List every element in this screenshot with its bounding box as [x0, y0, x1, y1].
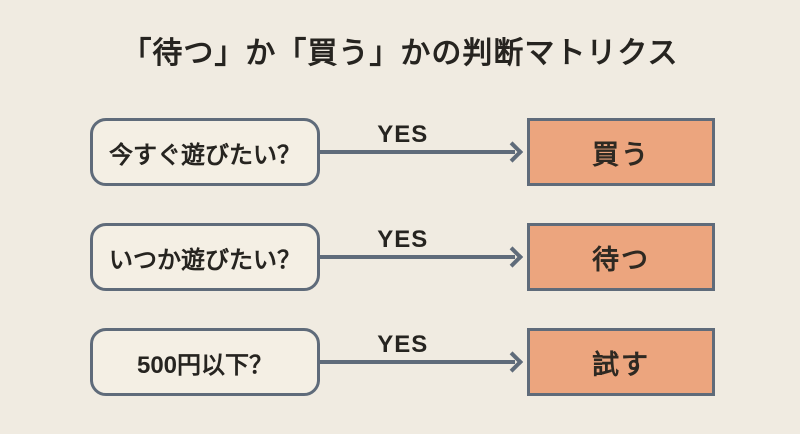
yes-arrow: YES: [320, 328, 527, 396]
result-label: 試す: [592, 349, 650, 380]
decision-row: 今すぐ遊びたい？ YES 買う: [0, 118, 800, 186]
arrow-line: [320, 150, 515, 154]
result-label: 買う: [592, 139, 650, 170]
result-box: 買う: [527, 118, 715, 186]
yes-label: YES: [377, 121, 429, 148]
question-box: 500円以下？: [90, 328, 320, 396]
result-box: 待つ: [527, 223, 715, 291]
result-label: 待つ: [592, 244, 650, 275]
page-title: 「待つ」か「買う」かの判断マトリクス: [121, 37, 679, 70]
question-label: 500円以下？: [136, 351, 274, 379]
question-box: 今すぐ遊びたい？: [90, 118, 320, 186]
question-label: 今すぐ遊びたい？: [109, 141, 301, 169]
yes-label: YES: [377, 226, 429, 253]
yes-label: YES: [377, 331, 429, 358]
arrow-right-icon: [501, 351, 524, 373]
question-label: いつか遊びたい？: [109, 246, 301, 274]
result-box: 試す: [527, 328, 715, 396]
decision-row: 500円以下？ YES 試す: [0, 328, 800, 396]
decision-row: いつか遊びたい？ YES 待つ: [0, 223, 800, 291]
question-box: いつか遊びたい？: [90, 223, 320, 291]
yes-arrow: YES: [320, 223, 527, 291]
decision-rows: 今すぐ遊びたい？ YES 買う いつか遊びたい？ YES 待つ: [0, 118, 800, 396]
arrow-right-icon: [501, 246, 524, 268]
arrow-right-icon: [501, 141, 524, 163]
arrow-line: [320, 360, 515, 364]
yes-arrow: YES: [320, 118, 527, 186]
arrow-line: [320, 255, 515, 259]
